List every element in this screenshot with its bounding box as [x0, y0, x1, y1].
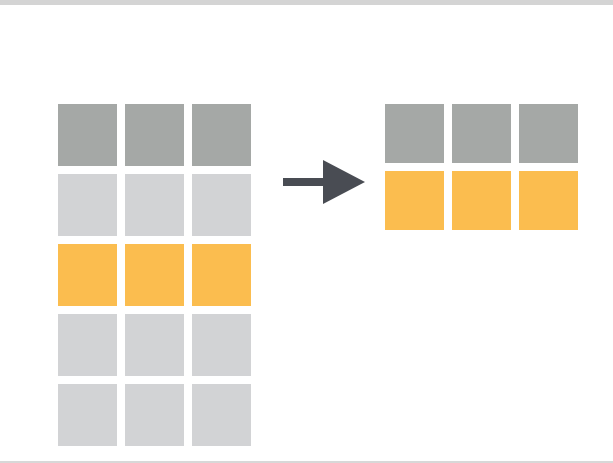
input-cell-header [125, 104, 184, 166]
output-cell-header [452, 104, 511, 163]
right-arrow-icon [283, 160, 365, 204]
input-cell-row [58, 174, 117, 236]
input-cell-row [58, 314, 117, 376]
input-cell-row [125, 314, 184, 376]
input-cell-highlight [125, 244, 184, 306]
output-table [385, 104, 578, 230]
input-cell-row [192, 314, 251, 376]
input-cell-row [192, 384, 251, 446]
output-cell-highlight [385, 171, 444, 230]
input-cell-header [192, 104, 251, 166]
input-cell-row [58, 384, 117, 446]
input-cell-row [125, 174, 184, 236]
input-table [58, 104, 251, 446]
output-cell-highlight [452, 171, 511, 230]
output-cell-header [519, 104, 578, 163]
input-cell-highlight [192, 244, 251, 306]
input-cell-header [58, 104, 117, 166]
input-cell-row [192, 174, 251, 236]
output-cell-highlight [519, 171, 578, 230]
input-cell-highlight [58, 244, 117, 306]
input-cell-row [125, 384, 184, 446]
output-cell-header [385, 104, 444, 163]
